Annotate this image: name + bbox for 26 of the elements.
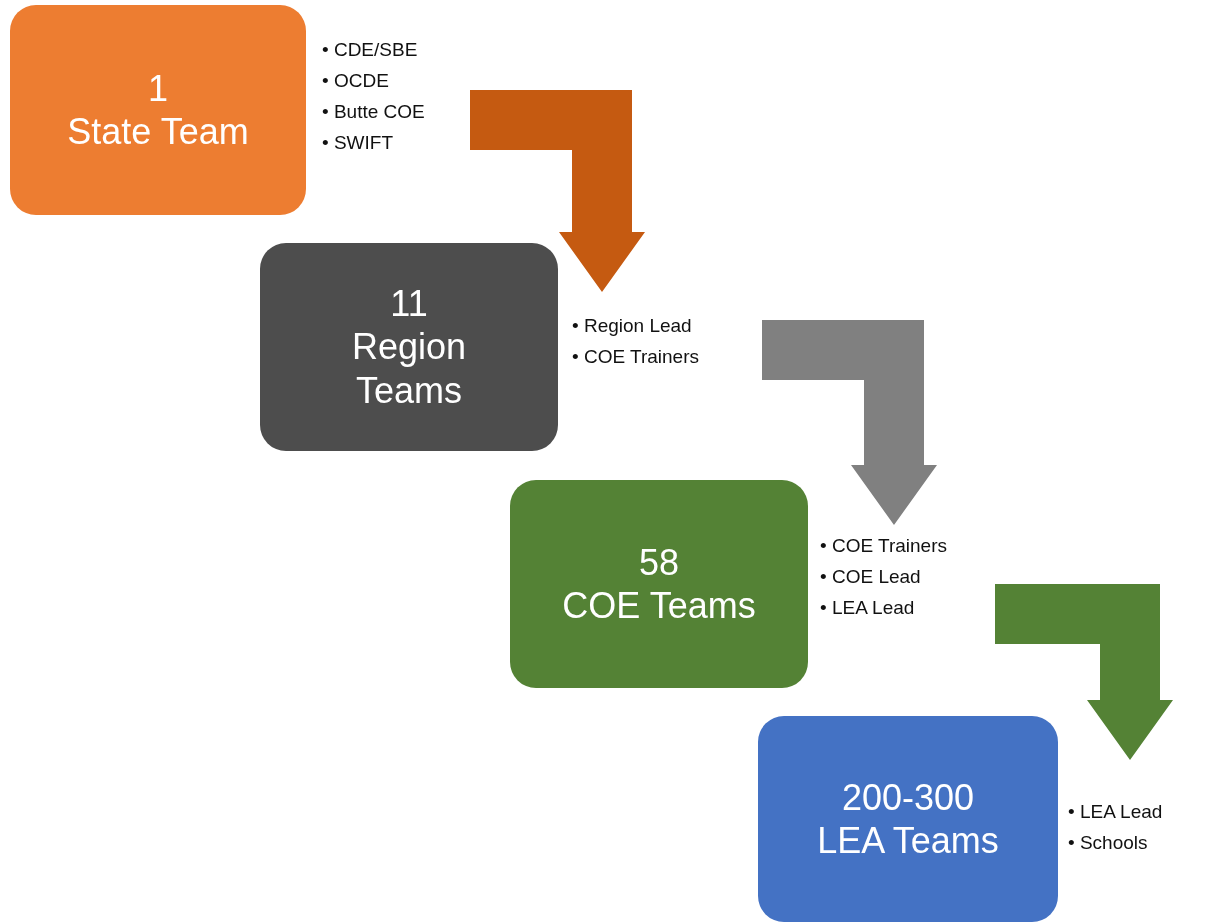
team-label: COE Teams — [562, 584, 756, 628]
bullet-item: • COE Trainers — [820, 534, 948, 558]
bullet-item: • SWIFT — [322, 131, 394, 155]
bullet-item: • COE Trainers — [572, 345, 700, 369]
team-box — [10, 5, 306, 215]
bullet-item: • Butte COE — [322, 100, 425, 124]
team-label: LEA Teams — [817, 819, 999, 863]
team-label: Region Teams — [350, 325, 468, 412]
team-label: State Team — [67, 110, 249, 154]
bullet-item: • LEA Lead — [820, 596, 915, 620]
team-count: 200-300 — [841, 775, 975, 819]
bent-arrow — [995, 584, 1173, 760]
bent-arrow — [470, 90, 645, 292]
team-count: 58 — [638, 540, 679, 584]
bullet-item: • COE Lead — [820, 565, 921, 589]
bullet-item: • Region Lead — [572, 314, 692, 338]
bullet-item: • LEA Lead — [1068, 800, 1163, 824]
team-box — [510, 480, 808, 688]
bent-arrow — [762, 320, 937, 525]
bullet-item: • Schools — [1068, 831, 1148, 855]
bullet-item: • OCDE — [322, 69, 389, 93]
team-box — [260, 243, 558, 451]
bullet-item: • CDE/SBE — [322, 38, 418, 62]
team-box — [758, 716, 1058, 922]
team-count: 1 — [148, 66, 168, 110]
team-count: 11 — [390, 282, 428, 326]
